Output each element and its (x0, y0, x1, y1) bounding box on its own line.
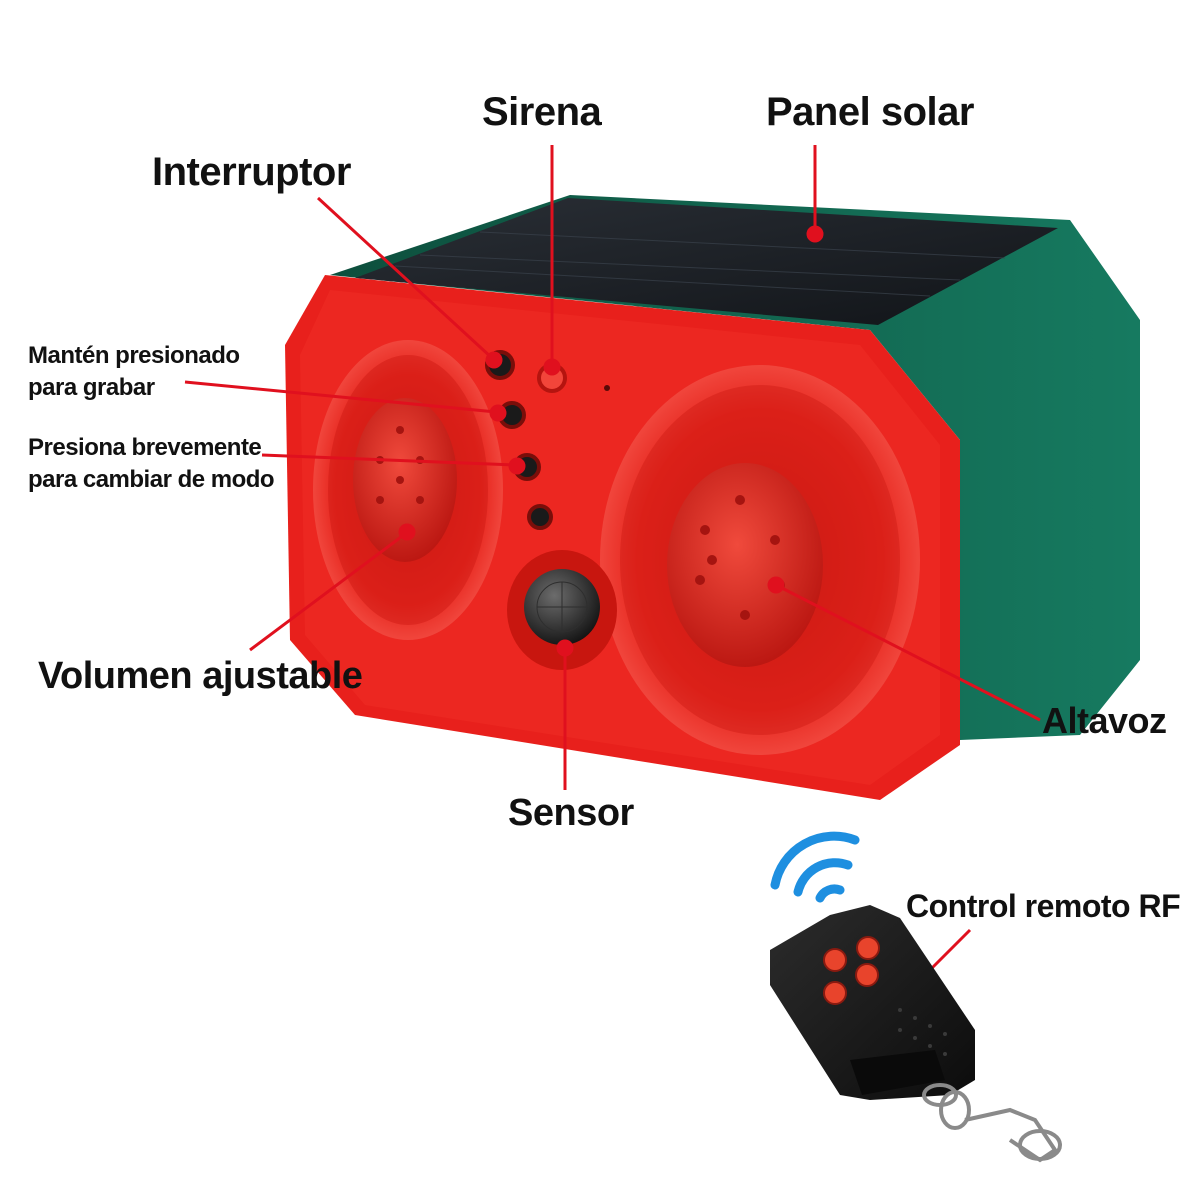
label-interruptor: Interruptor (152, 150, 351, 194)
label-manten-line2: para grabar (28, 374, 155, 401)
keyring-icon (922, 1083, 1062, 1163)
label-altavoz: Altavoz (1042, 700, 1167, 741)
device-side-panel (330, 195, 1140, 740)
label-presiona-brevemente: Presiona brevemente para cambiar de modo (28, 432, 275, 496)
label-manten-line1: Mantén presionado (28, 342, 240, 369)
motion-sensor (507, 550, 617, 670)
label-sensor: Sensor (508, 792, 634, 834)
left-horn-speaker (313, 340, 503, 640)
label-manten-presionado: Mantén presionado para grabar (28, 340, 240, 404)
label-sirena: Sirena (482, 90, 602, 134)
label-presiona-line2: para cambiar de modo (28, 466, 275, 493)
label-presiona-line1: Presiona brevemente (28, 434, 262, 461)
label-control-remoto: Control remoto RF (906, 888, 1181, 924)
solar-panel (355, 198, 1058, 325)
rf-remote (770, 905, 975, 1100)
right-horn-speaker (600, 365, 920, 755)
wifi-signal-icon (770, 831, 860, 903)
label-panel-solar: Panel solar (766, 90, 974, 134)
callout-pointers (184, 145, 1041, 991)
label-volumen: Volumen ajustable (38, 655, 363, 697)
